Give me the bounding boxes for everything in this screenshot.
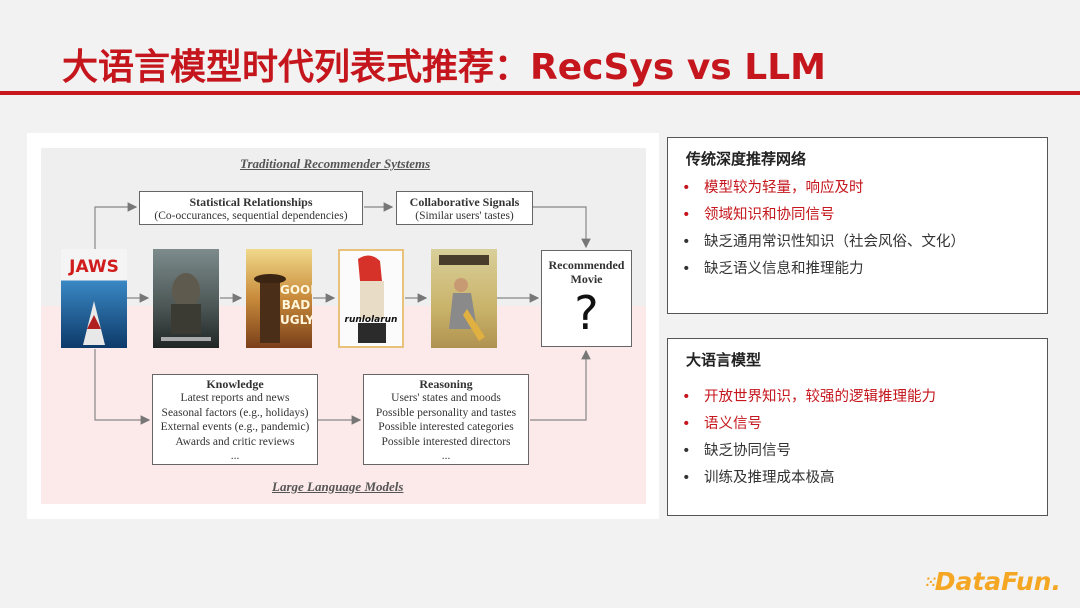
logo-text: DataFun.: [934, 567, 1061, 596]
reasoning-line: Possible personality and tastes: [375, 406, 517, 419]
reasoning-title: Reasoning: [419, 377, 473, 391]
llm-bullet-text: 缺乏协同信号: [704, 443, 791, 459]
collaborative-line: (Similar users' tastes): [415, 210, 514, 222]
traditional-bullet-text: 模型较为轻量，响应及时: [704, 180, 864, 196]
traditional-bullet: • 缺乏通用常识性知识（社会风俗、文化）: [682, 230, 965, 251]
bullet-dot: •: [682, 207, 691, 223]
traditional-bullet-text: 缺乏语义信息和推理能力: [704, 261, 864, 277]
traditional-bullet: • 模型较为轻量，响应及时: [682, 176, 864, 197]
spy-movie-poster: [431, 249, 497, 348]
knowledge-line: Latest reports and news: [180, 392, 290, 404]
poster-word-bad: BAD: [281, 298, 311, 312]
traditional-panel-title: 传统深度推荐网络: [686, 150, 807, 168]
knowledge-line: Seasonal factors (e.g., holidays): [161, 406, 309, 419]
statistical-relationships-box: Statistical Relationships (Co-occurances…: [139, 191, 363, 225]
run-lola-run-title: runlolarun: [344, 315, 398, 325]
knowledge-line: External events (e.g., pandemic): [160, 421, 310, 433]
knowledge-title: Knowledge: [206, 377, 264, 391]
llm-bullet: • 语义信号: [682, 412, 762, 433]
slide-title: 大语言模型时代列表式推荐：RecSys vs LLM: [62, 47, 826, 88]
shark-graphic: [83, 301, 105, 345]
llm-heading: Large Language Models: [272, 479, 404, 494]
cowboy-graphic: [254, 274, 286, 343]
poster-word-good: GOOD: [280, 283, 312, 297]
bullet-dot: •: [682, 416, 691, 432]
collaborative-title: Collaborative Signals: [409, 195, 520, 209]
lola-graphic: [358, 255, 386, 343]
traditional-bullet: • 缺乏语义信息和推理能力: [682, 257, 864, 278]
bullet-dot: •: [682, 470, 691, 486]
llm-panel: 大语言模型 • 开放世界知识，较强的逻辑推理能力 • 语义信号 • 缺乏协同信号 • 训…: [667, 338, 1048, 516]
llm-panel-title: 大语言模型: [686, 351, 762, 369]
traditional-bullet-text: 领域知识和协同信号: [704, 207, 835, 223]
llm-bullet-text: 语义信号: [704, 416, 762, 432]
bullet-dot: •: [682, 180, 691, 196]
reasoning-box: Reasoning Users' states and moods Possib…: [363, 374, 529, 465]
llm-bullet-text: 开放世界知识，较强的逻辑推理能力: [704, 389, 936, 405]
recommended-line2: Movie: [570, 272, 603, 286]
traditional-bullet: • 领域知识和协同信号: [682, 203, 835, 224]
traditional-bullet-text: 缺乏通用常识性知识（社会风俗、文化）: [704, 234, 965, 250]
question-mark: ?: [574, 286, 599, 340]
traditional-panel: 传统深度推荐网络 • 模型较为轻量，响应及时 • 领域知识和协同信号 • 缺乏通用常识…: [667, 137, 1048, 314]
logo-dots-icon: ⁙: [925, 575, 937, 591]
collaborative-signals-box: Collaborative Signals (Similar users' ta…: [396, 191, 533, 225]
poster-word-ugly: UGLY: [280, 313, 312, 327]
traditional-heading: Traditional Recommender Sytstems: [240, 156, 431, 171]
saving-private-ryan-poster: [153, 249, 219, 348]
reasoning-line: ...: [441, 450, 451, 462]
spy-graphic: [439, 255, 489, 341]
soldier-graphic: [161, 273, 211, 341]
jaws-poster: JAWS: [61, 249, 127, 348]
bullet-dot: •: [682, 389, 691, 405]
llm-bullet-text: 训练及推理成本极高: [704, 470, 835, 486]
recommended-movie-box: Recommended Movie ?: [541, 250, 632, 347]
reasoning-line: Possible interested directors: [381, 435, 511, 448]
jaws-poster-title: JAWS: [69, 257, 119, 277]
bullet-dot: •: [682, 261, 691, 277]
knowledge-box: Knowledge Latest reports and news Season…: [152, 374, 318, 465]
good-bad-ugly-poster: GOOD BAD UGLY: [246, 249, 312, 348]
title-divider: [0, 91, 1080, 95]
bullet-dot: •: [682, 234, 691, 250]
knowledge-line: Awards and critic reviews: [175, 435, 295, 448]
recommended-line1: Recommended: [548, 258, 625, 272]
good-bad-ugly-title: GOOD BAD UGLY: [280, 283, 312, 328]
llm-bullet: • 开放世界知识，较强的逻辑推理能力: [682, 385, 936, 406]
statistical-title: Statistical Relationships: [189, 195, 313, 209]
statistical-line: (Co-occurances, sequential dependencies): [154, 210, 348, 222]
datafun-logo: ⁙DataFun.: [925, 567, 1061, 596]
llm-bullet: • 缺乏协同信号: [682, 439, 791, 460]
bullet-dot: •: [682, 443, 691, 459]
run-lola-run-poster: runlolarun: [338, 249, 404, 348]
reasoning-line: Users' states and moods: [391, 392, 501, 404]
reasoning-line: Possible interested categories: [378, 421, 514, 433]
llm-bullet: • 训练及推理成本极高: [682, 466, 835, 487]
knowledge-line: ...: [230, 450, 240, 462]
